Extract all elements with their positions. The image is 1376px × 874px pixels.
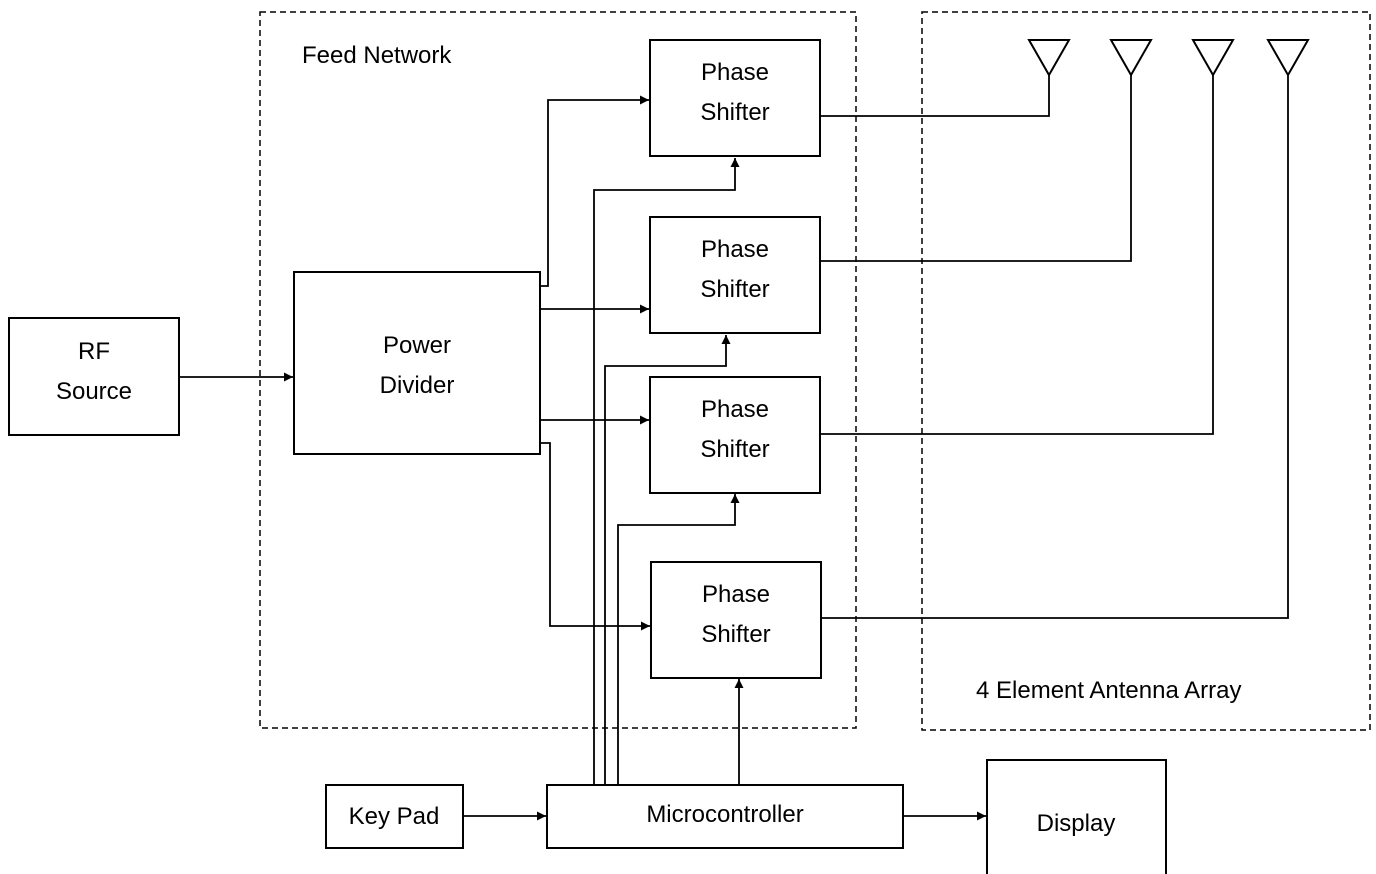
power-divider-line-1: Power <box>383 332 451 359</box>
phase-shifter-1-block: Phase Shifter <box>649 39 821 157</box>
shifter-2-to-antenna-2-wire <box>820 73 1132 262</box>
phase-shifter-4-block: Phase Shifter <box>650 561 822 679</box>
keypad-label: Key Pad <box>349 803 440 830</box>
display-block: Display <box>986 759 1167 874</box>
power-divider-line-2: Divider <box>380 372 455 399</box>
antenna-1-icon <box>1027 39 1071 78</box>
rf-source-line-1: RF <box>78 338 110 365</box>
divider-to-shifter-4-wire <box>540 442 650 631</box>
shifter-4-to-antenna-4-wire <box>820 73 1289 619</box>
phase-shifter-1-line-2: Shifter <box>700 99 769 126</box>
phase-shifter-3-line-2: Shifter <box>700 436 769 463</box>
phase-shifter-2-line-1: Phase <box>701 236 769 263</box>
shifter-3-to-antenna-3-wire <box>820 73 1214 435</box>
shifter-1-to-antenna-1-wire <box>820 73 1050 117</box>
antenna-4-icon <box>1266 39 1310 78</box>
control-line-3-wire <box>617 494 740 785</box>
phase-shifter-2-line-2: Shifter <box>700 276 769 303</box>
display-label: Display <box>1037 810 1116 837</box>
phase-shifter-2-block: Phase Shifter <box>649 216 821 334</box>
power-divider-block: Power Divider <box>293 271 541 455</box>
microcontroller-label: Microcontroller <box>646 801 803 828</box>
antenna-3-icon <box>1191 39 1235 78</box>
keypad-block: Key Pad <box>325 784 464 849</box>
feed-network-region <box>259 11 857 729</box>
microcontroller-block: Microcontroller <box>546 784 904 849</box>
rf-source-line-2: Source <box>56 378 132 405</box>
antenna-2-icon <box>1109 39 1153 78</box>
phase-shifter-4-line-2: Shifter <box>701 621 770 648</box>
phase-shifter-3-block: Phase Shifter <box>649 376 821 494</box>
control-line-1-wire <box>593 158 740 785</box>
antenna-array-region <box>921 11 1371 731</box>
antenna-array-label: 4 Element Antenna Array <box>976 677 1242 704</box>
phase-shifter-3-line-1: Phase <box>701 396 769 423</box>
phase-shifter-4-line-1: Phase <box>702 581 770 608</box>
divider-to-shifter-1-wire <box>540 95 649 287</box>
feed-network-label: Feed Network <box>302 42 452 69</box>
rf-source-block: RF Source <box>8 317 180 436</box>
control-line-2-wire <box>604 335 731 785</box>
phase-shifter-1-line-1: Phase <box>701 59 769 86</box>
